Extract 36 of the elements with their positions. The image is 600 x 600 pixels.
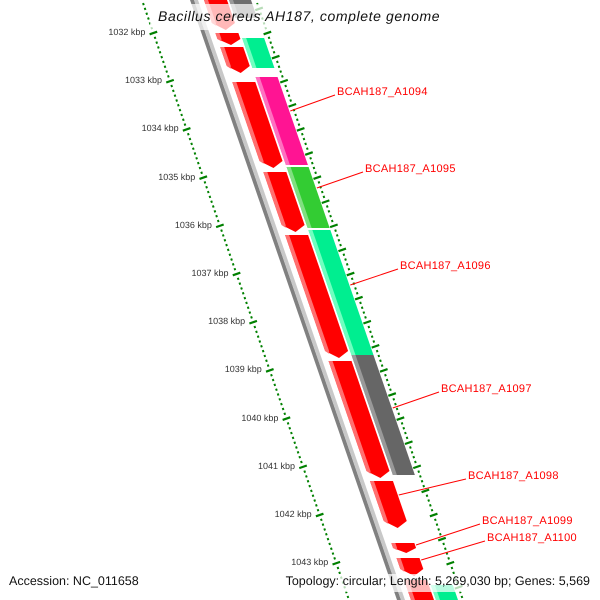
tick-label: 1036 kbp xyxy=(174,220,212,231)
gene-segment xyxy=(215,33,240,45)
gene-label: BCAH187_A1100 xyxy=(487,532,577,545)
gene-label: BCAH187_A1098 xyxy=(468,470,559,483)
tick-label: 1040 kbp xyxy=(241,412,278,424)
gene-segment xyxy=(370,481,407,528)
leader-line xyxy=(416,524,480,546)
leader-line xyxy=(316,172,364,188)
gene-label: BCAH187_A1096 xyxy=(400,260,491,273)
tick-label: 1038 kbp xyxy=(208,316,246,328)
leader-line xyxy=(420,540,486,560)
gene-segment xyxy=(220,47,250,73)
tick-label: 1039 kbp xyxy=(224,364,262,376)
leader-line xyxy=(398,478,466,496)
leader-line xyxy=(350,268,398,286)
gene-segment xyxy=(391,543,416,553)
gene-label: BCAH187_A1094 xyxy=(337,86,428,99)
gene-label: BCAH187_A1095 xyxy=(365,163,456,176)
tick-label: 1043 kbp xyxy=(291,557,328,568)
gene-label: BCAH187_A1099 xyxy=(482,515,573,528)
tick-label: 1037 kbp xyxy=(191,268,229,279)
leader-line xyxy=(392,392,440,408)
leader-line xyxy=(290,94,336,112)
gene-label: BCAH187_A1097 xyxy=(441,383,532,396)
tick-label: 1033 kbp xyxy=(124,75,162,86)
gene-segment xyxy=(263,172,305,232)
genome-stats-text: Topology: circular; Length: 5,269,030 bp; Genes: 5,569 xyxy=(286,574,590,592)
tick-label: 1034 kbp xyxy=(142,123,179,134)
tick-label: 1042 kbp xyxy=(274,509,312,520)
gene-segment xyxy=(328,361,390,478)
tick-label: 1041 kbp xyxy=(258,460,296,472)
gene-segment xyxy=(232,82,283,168)
accession-text: Accession: NC_011658 xyxy=(9,574,139,588)
tick-label: 1032 kbp xyxy=(108,27,146,38)
tick-label: 1035 kbp xyxy=(158,172,196,183)
gene-segment xyxy=(285,235,348,358)
